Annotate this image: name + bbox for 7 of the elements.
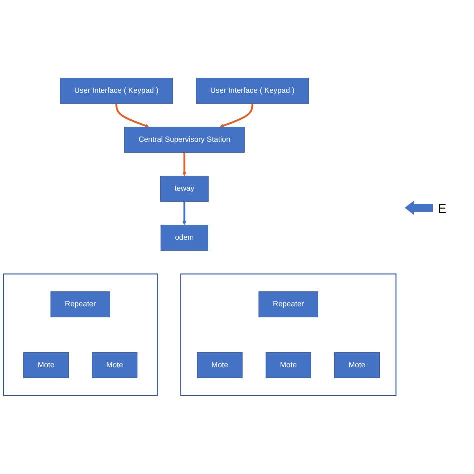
arrow <box>116 104 150 128</box>
arrow <box>182 152 187 176</box>
cluster <box>180 274 397 396</box>
arrow <box>182 202 187 226</box>
cluster <box>3 274 158 396</box>
arrow <box>220 104 254 128</box>
legend-text: E <box>438 200 447 216</box>
